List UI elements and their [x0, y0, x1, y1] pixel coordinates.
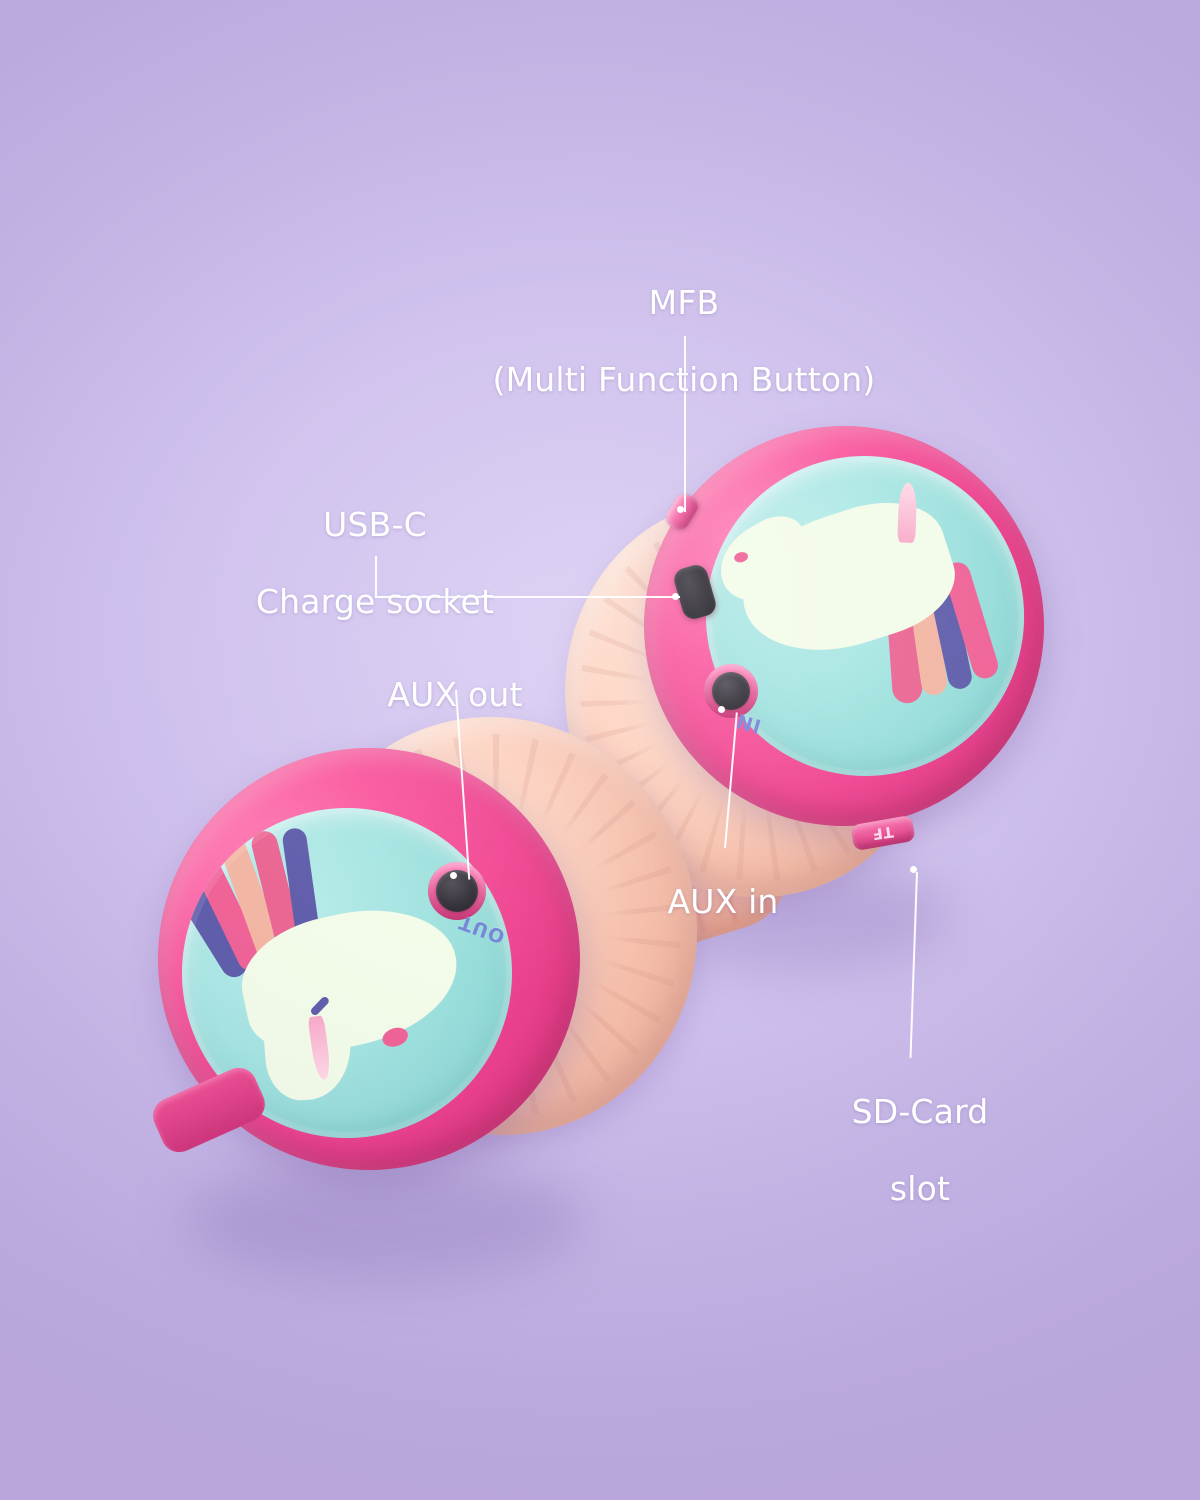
unicorn-muzzle [260, 988, 355, 1103]
faceplate-ring-left [139, 765, 555, 1181]
label-aux-out-line1: AUX out [387, 675, 523, 715]
leader-dot-mfb [677, 506, 684, 513]
unicorn-muzzle [706, 505, 826, 616]
leader-dot-auxout [450, 872, 457, 879]
label-aux-in-line1: AUX in [667, 882, 779, 922]
unicorn-mane [281, 826, 322, 949]
leader-line-auxin [724, 712, 738, 849]
aux-in-ring [704, 664, 758, 718]
aux-in-marking: IN [733, 708, 764, 738]
shell-left [103, 693, 635, 1225]
label-usb-c: USB-C Charge socket [185, 468, 565, 659]
label-usb-c-line2: Charge socket [255, 581, 495, 621]
leader-line-sdcard [909, 871, 918, 1058]
unicorn-mane [166, 866, 252, 982]
unicorn-nostril [380, 1024, 411, 1050]
sd-slot-marking: TF [870, 822, 895, 844]
aux-in-jack[interactable] [712, 672, 750, 710]
unicorn-mane [941, 559, 1002, 682]
unicorn-horn [307, 1015, 333, 1081]
unicorn-head [230, 892, 470, 1067]
unicorn-mane [248, 828, 305, 958]
faceplate-right [672, 422, 1058, 810]
unicorn-mane [884, 574, 924, 705]
leader-line-usbc-h [375, 596, 680, 598]
headband-arm-left [147, 1062, 271, 1158]
unicorn-eye [309, 995, 331, 1017]
leader-dot-sdcard [910, 866, 917, 873]
aux-out-marking: OUT [455, 910, 508, 948]
label-aux-out: AUX out [300, 638, 610, 753]
label-aux-in: AUX in [578, 845, 868, 960]
leader-line-mfb [684, 336, 686, 512]
label-sd-card-line2: slot [889, 1168, 951, 1208]
aux-out-ring [428, 862, 486, 920]
unicorn-horn [897, 482, 918, 544]
unicorn-head [725, 483, 968, 675]
faceplate-left [139, 765, 555, 1181]
unicorn-mane [905, 572, 949, 697]
unicorn-mane [923, 560, 974, 692]
label-mfb-line1: MFB [648, 283, 720, 323]
unicorn-mane [217, 835, 286, 965]
usb-c-port[interactable] [671, 562, 719, 622]
label-mfb: MFB (Multi Function Button) [424, 246, 944, 437]
unicorn-mane [188, 848, 268, 975]
faceplate-ring-right [672, 422, 1058, 810]
label-sd-card-line1: SD-Card [851, 1092, 989, 1132]
leader-dot-usbc [672, 593, 679, 600]
leader-dot-auxin [718, 706, 725, 713]
label-sd-card: SD-Card slot [760, 1055, 1080, 1246]
earcup-left: OUT [103, 664, 752, 1240]
leader-line-usbc-v [375, 556, 377, 598]
label-usb-c-line1: USB-C [323, 505, 427, 545]
aux-out-jack[interactable] [436, 870, 478, 912]
shadow-left-cup [185, 1160, 585, 1280]
shell-right [601, 383, 1087, 869]
unicorn-nostril [733, 550, 750, 564]
label-mfb-line2: (Multi Function Button) [492, 359, 876, 399]
